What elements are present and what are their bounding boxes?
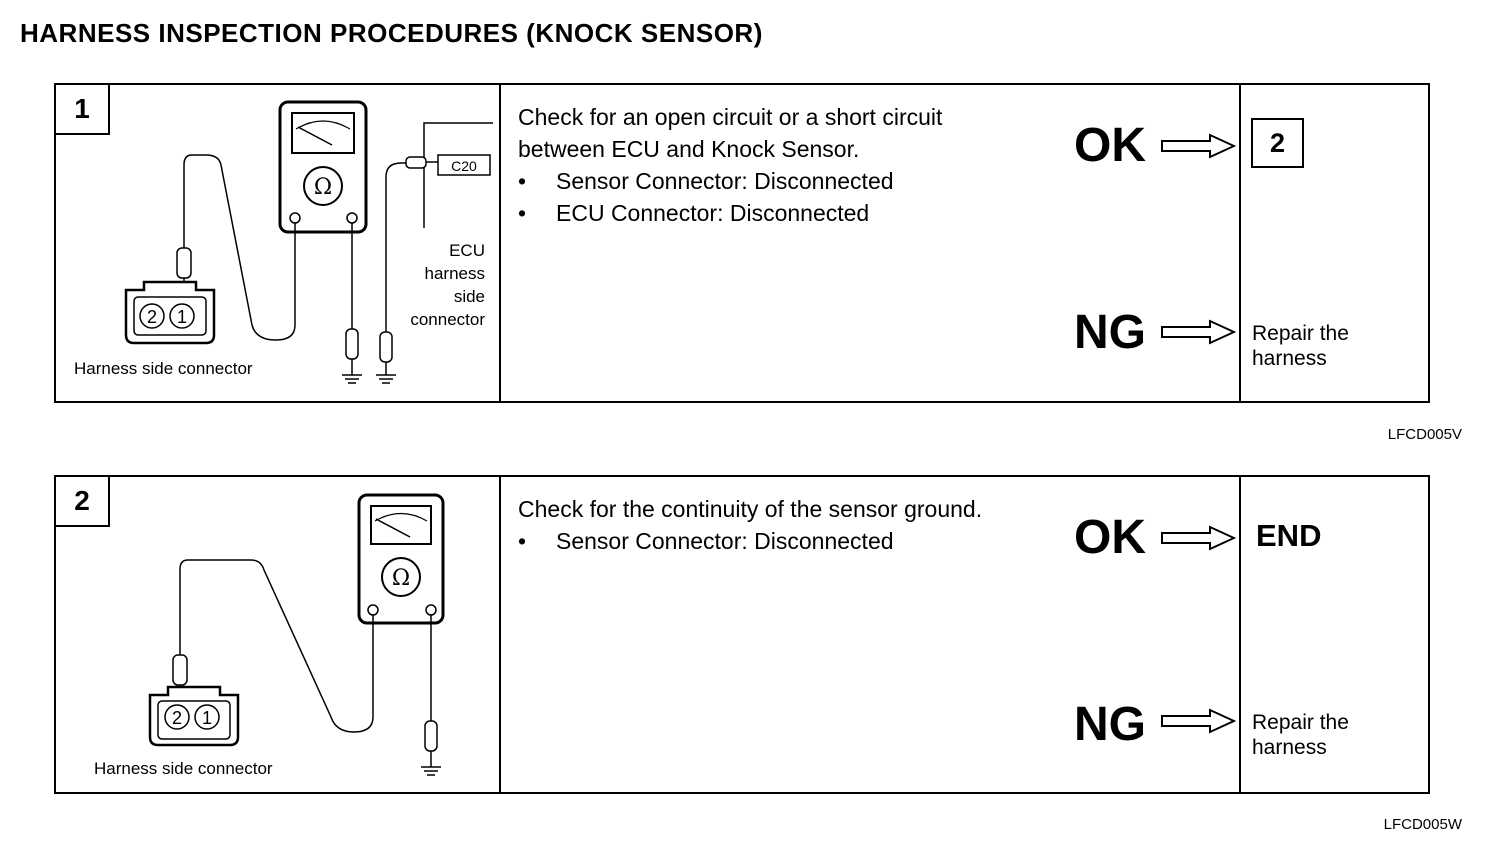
column-divider: [499, 85, 501, 401]
ecu-label-line: ECU: [449, 241, 485, 260]
check-text-line: Check for an open circuit or a short cir…: [518, 104, 943, 130]
ng-result: Repair the harness: [1252, 710, 1349, 760]
ng-result-line: harness: [1252, 347, 1327, 370]
ecu-label-line: harness: [425, 264, 485, 283]
check-instructions: Check for an open circuit or a short cir…: [518, 101, 942, 229]
condition-item: Sensor Connector: Disconnected: [518, 165, 942, 197]
ok-label: OK: [1074, 511, 1146, 564]
harness-connector-icon: 2 1: [124, 280, 216, 345]
figure-code: LFCD005V: [1387, 426, 1462, 443]
harness-connector-icon: 2 1: [148, 685, 240, 747]
connector-label: Harness side connector: [94, 759, 273, 778]
ground-icon: [342, 328, 362, 384]
condition-item: ECU Connector: Disconnected: [518, 197, 942, 229]
ok-result: END: [1256, 518, 1322, 553]
check-text-line: Check for the continuity of the sensor g…: [518, 496, 983, 522]
ohmmeter-icon: Ω: [278, 100, 368, 234]
ecu-connector-code: C20: [451, 158, 477, 174]
ok-label: OK: [1074, 119, 1146, 172]
procedure-step-1: 1 Ω 2 1 Harness side connector: [54, 83, 1430, 403]
ground-icon: [421, 720, 441, 776]
pin-label: 2: [147, 307, 157, 327]
arrow-right-icon: [1161, 319, 1236, 345]
pin-label: 2: [172, 708, 182, 728]
procedure-step-2: 2 Ω 2 1 Harness side connector: [54, 475, 1430, 794]
ohmmeter-icon: Ω: [357, 493, 445, 625]
condition-item: Sensor Connector: Disconnected: [518, 525, 982, 557]
ng-result-line: harness: [1252, 736, 1327, 759]
check-instructions: Check for the continuity of the sensor g…: [518, 493, 982, 557]
pin-label: 1: [177, 307, 187, 327]
figure-code: LFCD005W: [1383, 816, 1462, 833]
arrow-right-icon: [1161, 133, 1236, 159]
page-title: HARNESS INSPECTION PROCEDURES (KNOCK SEN…: [20, 18, 763, 48]
ng-label: NG: [1074, 698, 1146, 751]
pin-label: 1: [202, 708, 212, 728]
arrow-right-icon: [1161, 708, 1236, 734]
step-number: 2: [56, 477, 110, 527]
ng-result-line: Repair the: [1252, 322, 1349, 345]
column-divider: [1239, 85, 1241, 401]
ng-result-line: Repair the: [1252, 711, 1349, 734]
ecu-label-line: side: [454, 287, 485, 306]
ground-icon: [376, 331, 396, 384]
ecu-label-line: connector: [410, 310, 485, 329]
condition-list: Sensor Connector: Disconnected: [518, 525, 982, 557]
ng-label: NG: [1074, 306, 1146, 359]
condition-list: Sensor Connector: Disconnected ECU Conne…: [518, 165, 942, 229]
ohm-symbol: Ω: [392, 566, 410, 591]
ng-result: Repair the harness: [1252, 321, 1349, 371]
arrow-right-icon: [1161, 525, 1236, 551]
wiring-diagram: Ω 2 1 Harness side connector: [94, 493, 445, 778]
connector-label: Harness side connector: [74, 359, 253, 378]
column-divider: [499, 477, 501, 792]
step-number: 1: [56, 85, 110, 135]
wiring-diagram: Ω 2 1 Harness side connector C20 ECU har…: [74, 100, 493, 384]
column-divider: [1239, 477, 1241, 792]
check-text-line: between ECU and Knock Sensor.: [518, 136, 860, 162]
ohm-symbol: Ω: [314, 175, 332, 200]
goto-step-box: 2: [1251, 118, 1304, 168]
